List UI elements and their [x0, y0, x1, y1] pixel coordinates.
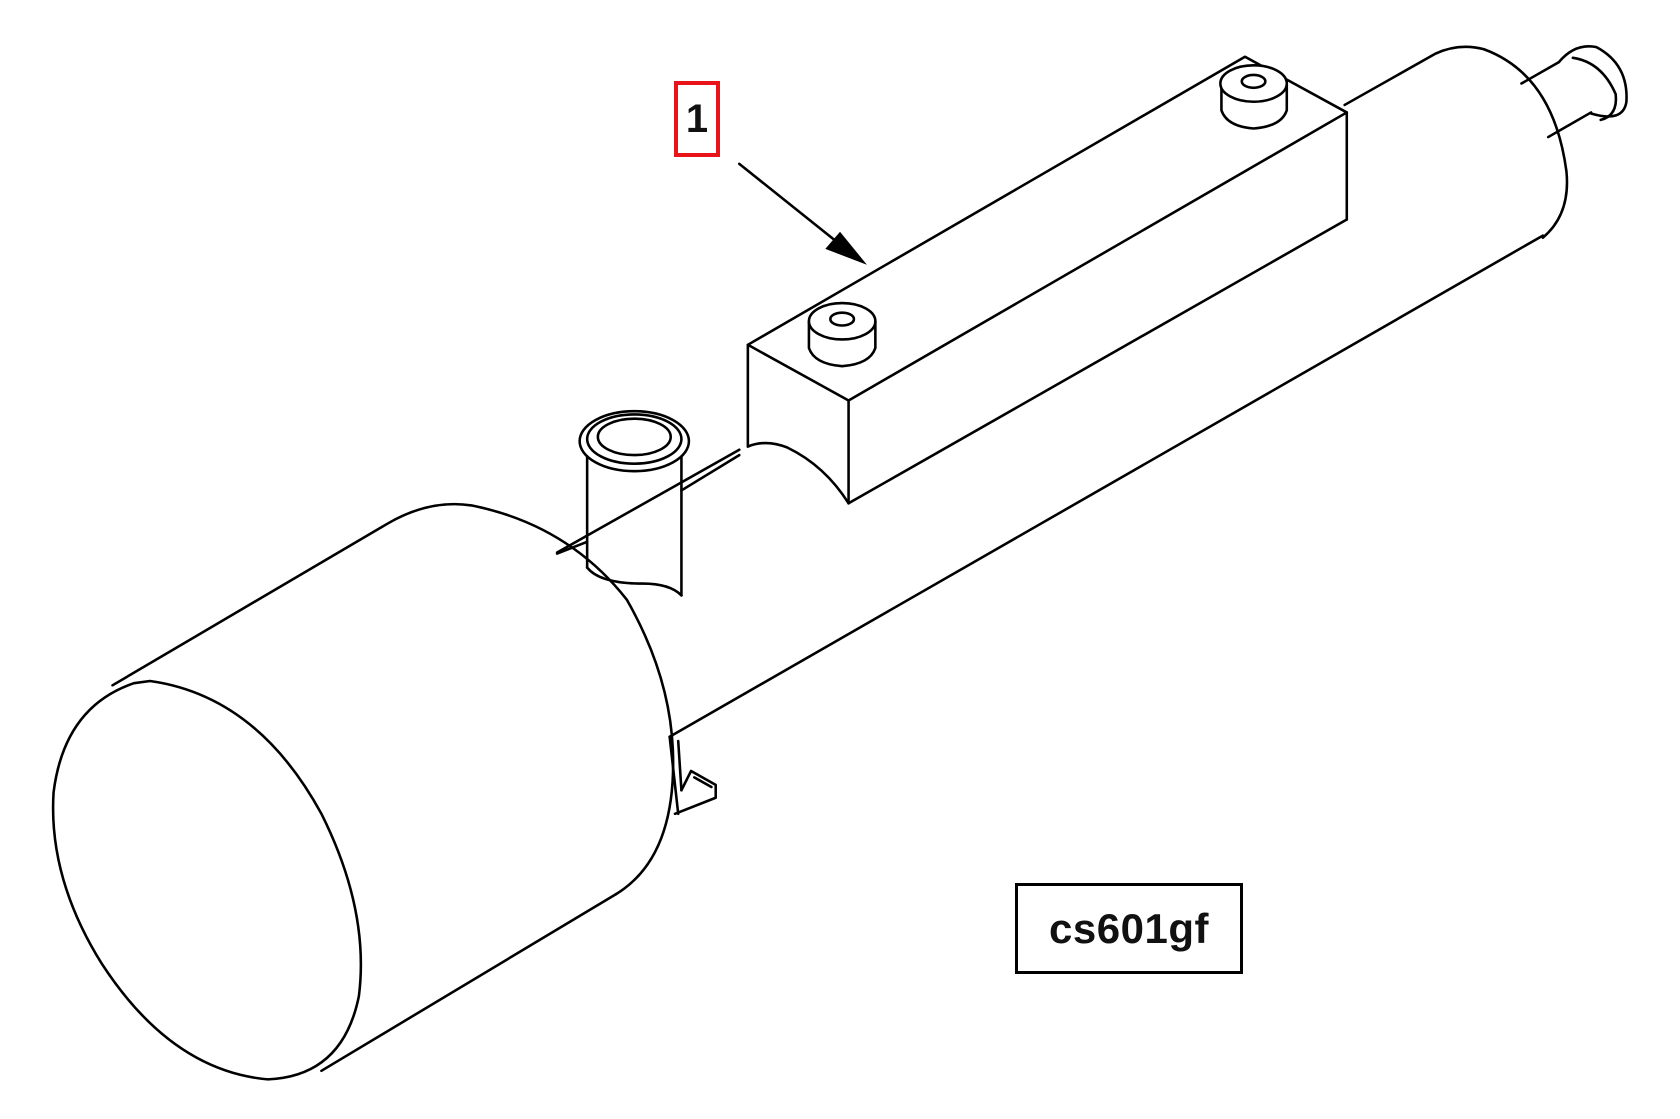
main-tube	[555, 45, 1569, 739]
callout-1[interactable]: 1	[674, 81, 720, 157]
end-flange-nozzle	[1520, 45, 1628, 139]
rectangular-block	[746, 55, 1349, 505]
callout-1-label: 1	[685, 97, 709, 141]
figure-code-label: cs601gf	[1049, 904, 1209, 952]
vertical-pipe	[555, 409, 741, 597]
mounting-bracket	[668, 735, 717, 816]
figure-code-box: cs601gf	[1015, 883, 1243, 974]
large-end-cylinder	[51, 502, 675, 1081]
boss-front	[807, 301, 877, 368]
arrow-down-right-icon	[737, 162, 867, 265]
boss-rear	[1219, 64, 1289, 130]
